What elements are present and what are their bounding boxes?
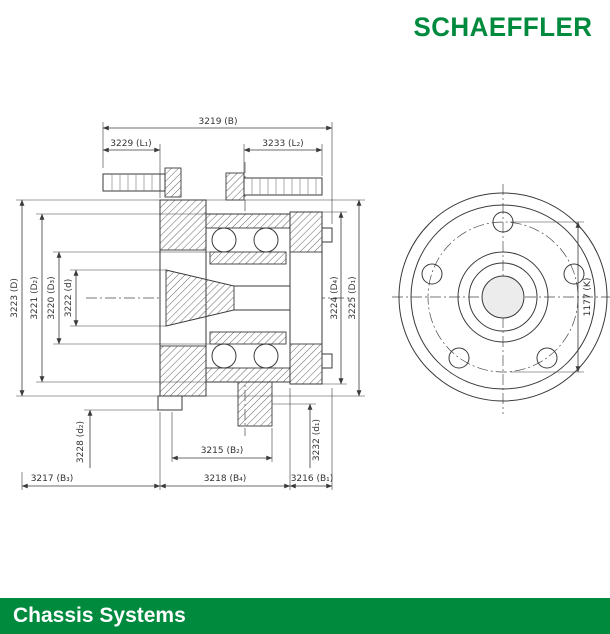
bolt-hole	[421, 263, 443, 285]
bolt-hole	[536, 347, 558, 369]
inner-ring-tail	[237, 381, 273, 427]
bearing-ball	[253, 343, 279, 369]
footer-banner: Chassis Systems	[0, 598, 610, 634]
dim-label-1177: 1177 (K)	[583, 278, 593, 317]
dim-label-3228: 3228 (d₂)	[76, 421, 86, 463]
hub-bore-circle	[481, 275, 525, 319]
bolt-hole	[448, 347, 470, 369]
dim-label-3232: 3232 (d₁)	[312, 419, 322, 461]
dim-label-3215: 3215 (B₂)	[201, 446, 244, 456]
outer-ring-flange	[289, 211, 333, 385]
dimension-lines: 3219 (B) 3229 (L₁) 3233 (L₂) 3223 (D) 32…	[10, 117, 365, 490]
wheel-stud-right	[225, 172, 323, 201]
front-view: 1177 (K)	[392, 184, 610, 414]
bearing-ball	[211, 227, 237, 253]
footer-title: Chassis Systems	[13, 604, 186, 627]
dim-label-3218: 3218 (B₄)	[204, 474, 247, 484]
dim-label-3224: 3224 (D₄)	[330, 276, 340, 319]
dim-label-3222: 3222 (d)	[64, 279, 74, 318]
flange-outer-circle	[398, 192, 608, 402]
hub-bore	[165, 269, 290, 327]
dim-label-3219: 3219 (B)	[199, 117, 238, 127]
dim-label-3217: 3217 (B₃)	[31, 474, 74, 484]
bearing-ball	[211, 343, 237, 369]
schaeffler-logo: SCHAEFFLER	[412, 12, 592, 42]
dim-label-3233: 3233 (L₂)	[262, 139, 303, 149]
section-view	[86, 162, 352, 436]
dim-label-3221: 3221 (D₂)	[30, 276, 40, 319]
dim-label-3220: 3220 (D₃)	[47, 276, 57, 319]
wheel-stud-left	[102, 167, 182, 198]
flange-step-circle	[410, 204, 596, 390]
dim-label-3229: 3229 (L₁)	[110, 139, 151, 149]
technical-drawing: 3219 (B) 3229 (L₁) 3233 (L₂) 3223 (D) 32…	[10, 117, 610, 490]
dim-label-3223: 3223 (D)	[10, 278, 20, 318]
bolt-hole	[563, 263, 585, 285]
bearing-ball	[253, 227, 279, 253]
hub-inner-circle	[468, 262, 538, 332]
dim-label-3225: 3225 (D₁)	[348, 276, 358, 319]
hub-pilot-circle	[457, 251, 549, 343]
dim-label-3216: 3216 (B₁)	[291, 474, 334, 484]
